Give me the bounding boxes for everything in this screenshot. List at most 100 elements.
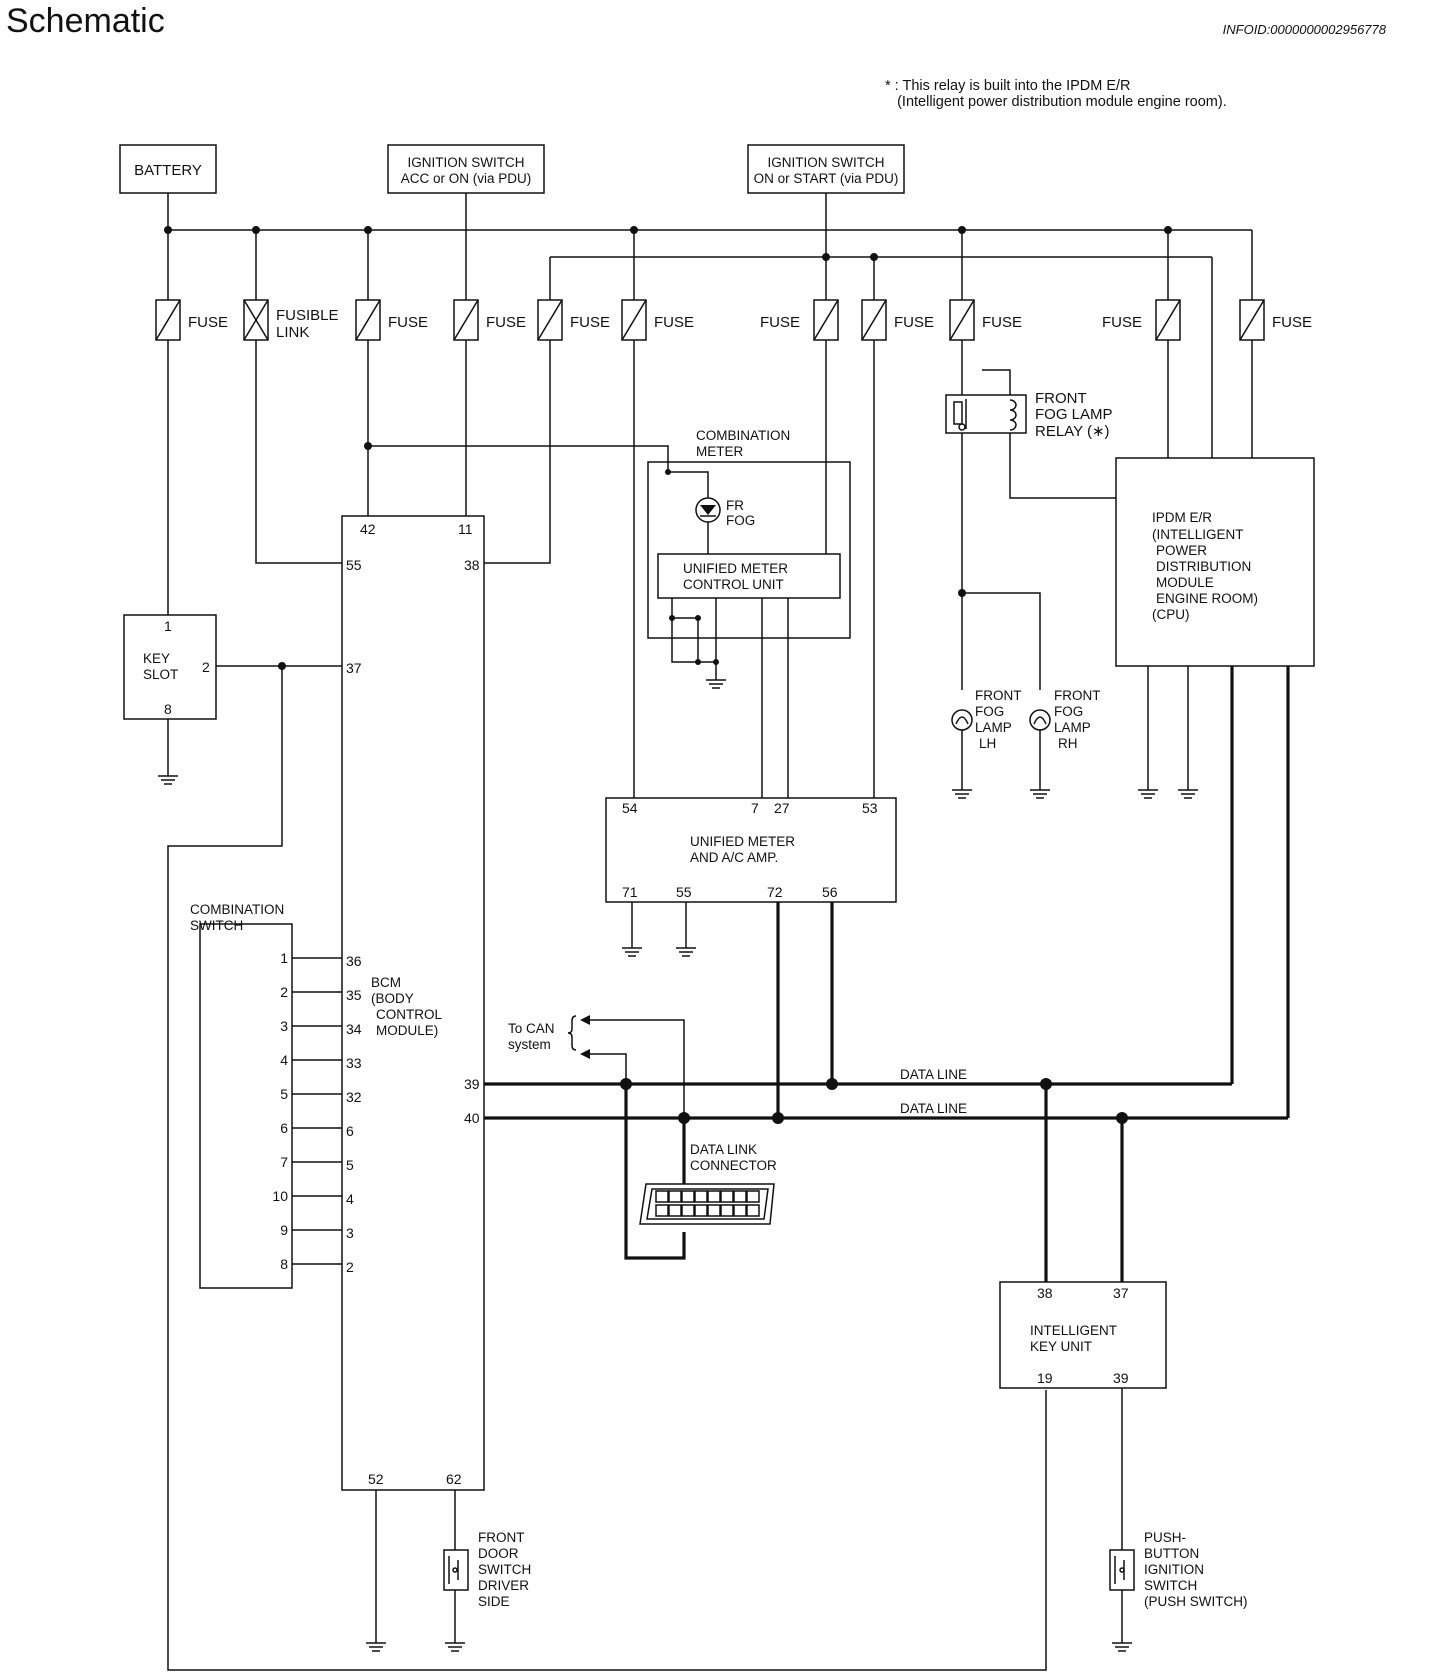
bcm-pin-3: 3 xyxy=(346,1225,354,1241)
data-link-connector: DATA LINK CONNECTOR xyxy=(639,1142,777,1225)
bcm-pin-33: 33 xyxy=(346,1055,362,1071)
bcm-pin-5: 5 xyxy=(346,1157,354,1173)
fuse-9-label: FUSE xyxy=(982,314,1022,331)
fuse-4-label: FUSE xyxy=(486,314,526,331)
ground-icon xyxy=(622,947,642,957)
fr-fog-label-2: FOG xyxy=(726,513,755,528)
bcm-pin-42: 42 xyxy=(360,521,376,537)
bcm-pin-37: 37 xyxy=(346,660,362,676)
push-switch-label-1: PUSH- xyxy=(1144,1530,1186,1545)
bcm-pin-34: 34 xyxy=(346,1021,362,1037)
data-line-label-1: DATA LINE xyxy=(900,1067,967,1082)
bcm-pin-52: 52 xyxy=(368,1471,384,1487)
front-door-switch: FRONT DOOR SWITCH DRIVER SIDE xyxy=(375,1490,531,1643)
front-fog-lamp-lh: FRONT FOG LAMP LH xyxy=(951,688,1022,790)
fuse-5: FUSE xyxy=(537,299,610,341)
um-pin-55: 55 xyxy=(676,884,692,900)
bcm-pin-4: 4 xyxy=(346,1191,354,1207)
umcu-label-2: CONTROL UNIT xyxy=(683,577,784,592)
um-pin-72: 72 xyxy=(767,884,783,900)
relay-label-3: RELAY (∗) xyxy=(1035,423,1110,440)
fuse-output-wires xyxy=(167,340,1253,798)
dlc-label-2: CONNECTOR xyxy=(690,1158,777,1173)
can-label-2: system xyxy=(508,1037,551,1052)
cs-pin-4: 4 xyxy=(280,1052,288,1068)
ipdm-ground-wires xyxy=(1147,666,1189,790)
ground-icon xyxy=(445,1642,465,1652)
fuse-6: FUSE xyxy=(621,299,694,341)
can-label-1: To CAN xyxy=(508,1021,555,1036)
ign-on-label-2: ON or START (via PDU) xyxy=(754,171,899,186)
key-slot-pin-8: 8 xyxy=(164,701,172,717)
cs-pin-8: 8 xyxy=(280,1256,288,1272)
combination-switch-harness xyxy=(292,957,342,1265)
key-slot: 1 2 8 KEY SLOT xyxy=(123,614,217,720)
wire-junctions xyxy=(278,442,966,670)
iku-pin-37: 37 xyxy=(1113,1285,1129,1301)
combination-meter: COMBINATION METER FR FOG UNIFIED METER C… xyxy=(647,428,851,798)
key-slot-wires xyxy=(167,665,1047,1671)
fuse-6-label: FUSE xyxy=(654,314,694,331)
bcm-pin-40: 40 xyxy=(464,1110,480,1126)
ignition-switch-acc-source: IGNITION SWITCH ACC or ON (via PDU) xyxy=(387,144,545,194)
ground-icon xyxy=(1138,789,1158,799)
push-switch-label-5: (PUSH SWITCH) xyxy=(1144,1594,1248,1609)
combo-meter-label-2: METER xyxy=(696,444,744,459)
battery-source: BATTERY xyxy=(119,144,217,194)
bcm-pin-6: 6 xyxy=(346,1123,354,1139)
ground-icon xyxy=(706,679,726,689)
door-switch-label-2: DOOR xyxy=(478,1546,519,1561)
um-pin-56: 56 xyxy=(822,884,838,900)
ground-icon xyxy=(1030,789,1050,799)
ipdm-label-7: (CPU) xyxy=(1152,607,1190,622)
fuse-5-label: FUSE xyxy=(570,314,610,331)
bcm-module: 42 11 55 38 37 36 35 34 33 32 6 5 4 3 2 … xyxy=(341,515,485,1491)
ipdm-label-3: POWER xyxy=(1156,543,1207,558)
lamp-rh-label-4: RH xyxy=(1058,736,1078,751)
fuse-10-label: FUSE xyxy=(1102,314,1142,331)
relay-footnote-line-2: (Intelligent power distribution module e… xyxy=(885,94,1227,110)
ground-icon xyxy=(952,789,972,799)
fuse-10: FUSE xyxy=(1102,299,1181,341)
iku-pin-39: 39 xyxy=(1113,1370,1129,1386)
fuse-8-label: FUSE xyxy=(894,314,934,331)
bcm-pin-32: 32 xyxy=(346,1089,362,1105)
iku-pin-19: 19 xyxy=(1037,1370,1053,1386)
ipdm-label-2: (INTELLIGENT xyxy=(1152,527,1244,542)
door-switch-label-5: SIDE xyxy=(478,1594,510,1609)
bcm-pin-11: 11 xyxy=(458,521,473,537)
page-title: Schematic xyxy=(6,2,165,40)
ground-icon xyxy=(1112,1642,1132,1652)
relay-footnote: * : This relay is built into the IPDM E/… xyxy=(885,78,1227,110)
relay-label-2: FOG LAMP xyxy=(1035,406,1113,423)
iku-pin-38: 38 xyxy=(1037,1285,1053,1301)
key-slot-pin-1: 1 xyxy=(164,618,172,634)
fusible-link-label-1: FUSIBLE xyxy=(276,307,339,324)
push-switch-label-4: SWITCH xyxy=(1144,1578,1197,1593)
to-can-system: To CAN system xyxy=(508,1015,685,1118)
dlc-label-1: DATA LINK xyxy=(690,1142,757,1157)
door-switch-label-3: SWITCH xyxy=(478,1562,531,1577)
ground-icon xyxy=(158,775,178,785)
cs-pin-1: 1 xyxy=(280,950,288,966)
intelligent-key-unit: 38 37 19 39 INTELLIGENT KEY UNIT xyxy=(999,1281,1167,1389)
bcm-pin-39: 39 xyxy=(464,1076,480,1092)
ipdm-module: IPDM E/R (INTELLIGENT POWER DISTRIBUTION… xyxy=(1115,457,1315,667)
door-switch-label-1: FRONT xyxy=(478,1530,525,1545)
key-slot-label-1: KEY xyxy=(143,651,170,666)
fuse-11: FUSE xyxy=(1239,299,1312,341)
fuse-feed-wires xyxy=(167,230,1169,300)
bcm-label-3: CONTROL xyxy=(376,1007,442,1022)
bus-junctions xyxy=(164,226,1172,261)
lamp-rh-label-1: FRONT xyxy=(1054,688,1101,703)
cs-pin-5: 5 xyxy=(280,1086,288,1102)
unified-meter-ground-wires xyxy=(631,902,687,948)
fuse-9: FUSE xyxy=(949,299,1022,341)
ipdm-label-1: IPDM E/R xyxy=(1152,510,1212,525)
unified-meter-control-unit xyxy=(657,553,841,599)
lamp-rh-label-3: LAMP xyxy=(1054,720,1091,735)
ign-on-label-1: IGNITION SWITCH xyxy=(768,155,885,170)
lamp-lh-label-4: LH xyxy=(979,736,996,751)
ipdm-label-5: MODULE xyxy=(1156,575,1214,590)
push-button-ignition-switch: PUSH- BUTTON IGNITION SWITCH (PUSH SWITC… xyxy=(1109,1388,1248,1643)
